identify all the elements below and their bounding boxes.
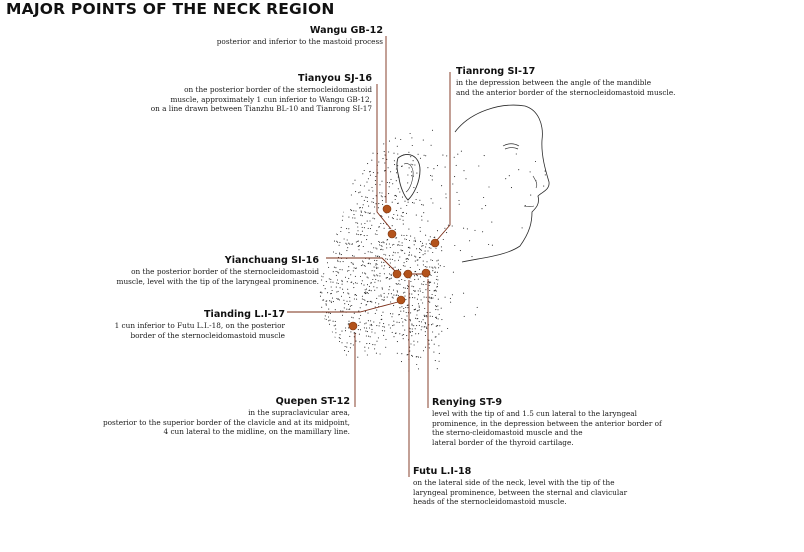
point-name: Quepen ST-12	[275, 396, 350, 407]
point-description: in the depression between the angle of t…	[456, 78, 652, 87]
point-description: lateral border of the thyroid cartilage.	[432, 437, 574, 447]
point-description: on the posterior border of the sternocle…	[131, 267, 319, 276]
point-description: muscle, level with the tip of the laryng…	[116, 276, 319, 286]
point-marker-quepen-st-12	[348, 321, 358, 331]
point-description: 1 cun inferior to Futu L.I.-18, on the p…	[114, 321, 285, 330]
leader-line	[326, 257, 396, 272]
point-name: Tianding L.I-17	[204, 309, 285, 320]
point-name: Yianchuang SI-16	[224, 255, 319, 266]
point-name: Wangu GB-12	[309, 25, 383, 36]
point-marker-futu-li-18	[403, 269, 413, 279]
page-title: MAJOR POINTS OF THE NECK REGION	[6, 0, 335, 18]
ear-inner	[403, 163, 414, 193]
label-futu-li-18: Futu L.I-18 on the lateral side of the n…	[413, 466, 627, 507]
point-description: 4 cun lateral to the midline, on the mam…	[163, 427, 350, 437]
label-yianchuang-si-16: Yianchuang SI-16 on the posterior border…	[117, 255, 319, 286]
point-description: on the posterior border of the sternocle…	[184, 85, 372, 94]
label-tianding-li-17: Tianding L.I-17 1 cun inferior to Futu L…	[115, 309, 285, 340]
point-marker-tianyou-sj-16	[387, 229, 397, 239]
point-name: Renying ST-9	[432, 397, 503, 408]
point-description: the sterno-cleidomastoid muscle and the	[432, 428, 583, 438]
point-description: in the supraclavicular area,	[248, 408, 350, 417]
label-renying-st-9: Renying ST-9 level with the tip of and 1…	[432, 397, 662, 447]
label-tianyou-sj-16: Tianyou SJ-16 on the posterior border of…	[151, 73, 372, 114]
point-name: Tianrong SI-17	[456, 66, 536, 77]
leader-line	[287, 301, 399, 313]
leader-line	[376, 84, 392, 230]
ear-outline	[396, 154, 421, 201]
point-description: muscle, approximately 1 cun inferior to …	[170, 94, 372, 104]
point-description: posterior to the superior border of the …	[102, 417, 350, 427]
label-wangu-gb-12: Wangu GB-12 posterior and inferior to th…	[217, 25, 383, 47]
point-marker-yianchuang-si-16	[392, 269, 402, 279]
point-description: on a line drawn between Tianzhu BL-10 an…	[150, 104, 372, 114]
acupoint-markers	[348, 204, 440, 331]
point-marker-tianding-li-17	[396, 295, 406, 305]
point-description: level with the tip of and 1.5 cun latera…	[432, 409, 637, 418]
point-marker-wangu-gb-12	[382, 204, 392, 214]
leader-lines	[287, 36, 451, 477]
leader-line	[436, 72, 451, 241]
head-outline	[454, 104, 550, 263]
skin-stipple	[319, 105, 550, 372]
point-description: on the lateral side of the neck, level w…	[413, 478, 615, 487]
label-quepen-st-12: Quepen ST-12 in the supraclavicular area…	[103, 396, 350, 437]
eye	[502, 143, 520, 150]
point-description: laryngeal prominence, between the sterna…	[413, 487, 628, 497]
point-marker-renying-st-9	[421, 268, 431, 278]
point-marker-tianrong-si-17	[430, 238, 440, 248]
point-description: prominence, in the depression between th…	[432, 418, 662, 428]
point-description: border of the sternocleidomastoid muscle	[130, 330, 285, 340]
point-name: Tianyou SJ-16	[298, 73, 372, 84]
point-description: and the anterior border of the sternocle…	[456, 87, 676, 97]
point-description: posterior and inferior to the mastoid pr…	[216, 37, 383, 46]
label-tianrong-si-17: Tianrong SI-17 in the depression between…	[456, 66, 675, 97]
point-description: heads of the sternocleidomastoid muscle.	[413, 497, 567, 507]
nose-mouth	[523, 175, 538, 208]
point-name: Futu L.I-18	[413, 466, 472, 477]
